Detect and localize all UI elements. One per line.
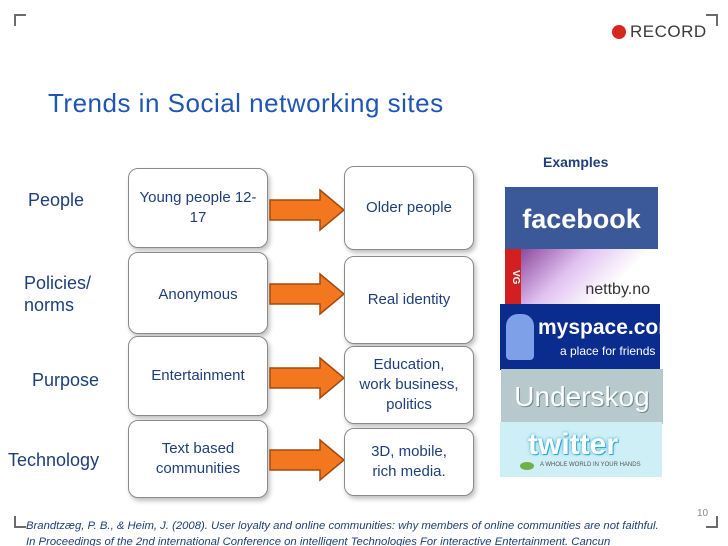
row-label-technology: Technology — [8, 450, 100, 470]
arrow-right-icon — [269, 188, 346, 232]
record-dot-icon — [612, 25, 626, 39]
citation-line: In Proceedings of the 2nd international … — [26, 536, 611, 546]
myspace-figure-icon — [506, 314, 534, 360]
bird-icon — [520, 462, 534, 470]
to-box-policies: Real identity — [344, 256, 474, 344]
underskog-logo: Underskog — [501, 369, 663, 424]
facebook-logo: facebook — [505, 187, 658, 251]
citation-line: Brandtzæg, P. B., & Heim, J. (2008). Use… — [26, 520, 659, 532]
myspace-logo: myspace.com a place for friends — [500, 304, 660, 370]
corner-mark — [706, 14, 718, 26]
nettby-text: nettby.no — [585, 281, 650, 298]
to-box-technology: 3D, mobile, rich media. — [344, 428, 474, 496]
from-box-technology: Text based communities — [128, 420, 268, 498]
citation: Brandtzæg, P. B., & Heim, J. (2008). Use… — [26, 518, 716, 546]
from-box-policies: Anonymous — [128, 252, 268, 334]
arrow-right-icon — [269, 356, 346, 400]
myspace-subtext: a place for friends — [560, 344, 656, 358]
record-logo-text: RECORD — [630, 22, 707, 41]
nettby-logo: VG nettby.no — [505, 249, 658, 305]
from-box-people: Young people 12-17 — [128, 168, 268, 248]
row-label-people: People — [28, 190, 85, 210]
arrow-right-icon — [269, 272, 346, 316]
examples-heading: Examples — [543, 154, 609, 170]
record-logo: RECORD — [612, 22, 707, 42]
twitter-text: twitter — [528, 428, 618, 461]
myspace-text: myspace.com — [538, 316, 660, 339]
twitter-logo: twitter A WHOLE WORLD IN YOUR HANDS — [500, 422, 662, 477]
twitter-tagline: A WHOLE WORLD IN YOUR HANDS — [540, 462, 641, 468]
row-label-purpose: Purpose — [32, 370, 100, 390]
corner-mark — [14, 14, 26, 26]
corner-mark — [14, 516, 26, 528]
vg-badge: VG — [505, 249, 521, 305]
from-box-purpose: Entertainment — [128, 336, 268, 416]
row-label-policies: Policies/ norms — [24, 273, 92, 315]
corner-mark — [706, 516, 718, 528]
to-box-people: Older people — [344, 166, 474, 250]
page-number: 10 — [697, 508, 709, 519]
arrow-right-icon — [269, 438, 346, 482]
to-box-purpose: Education, work business, politics — [344, 346, 474, 424]
slide-title: Trends in Social networking sites — [48, 88, 444, 118]
